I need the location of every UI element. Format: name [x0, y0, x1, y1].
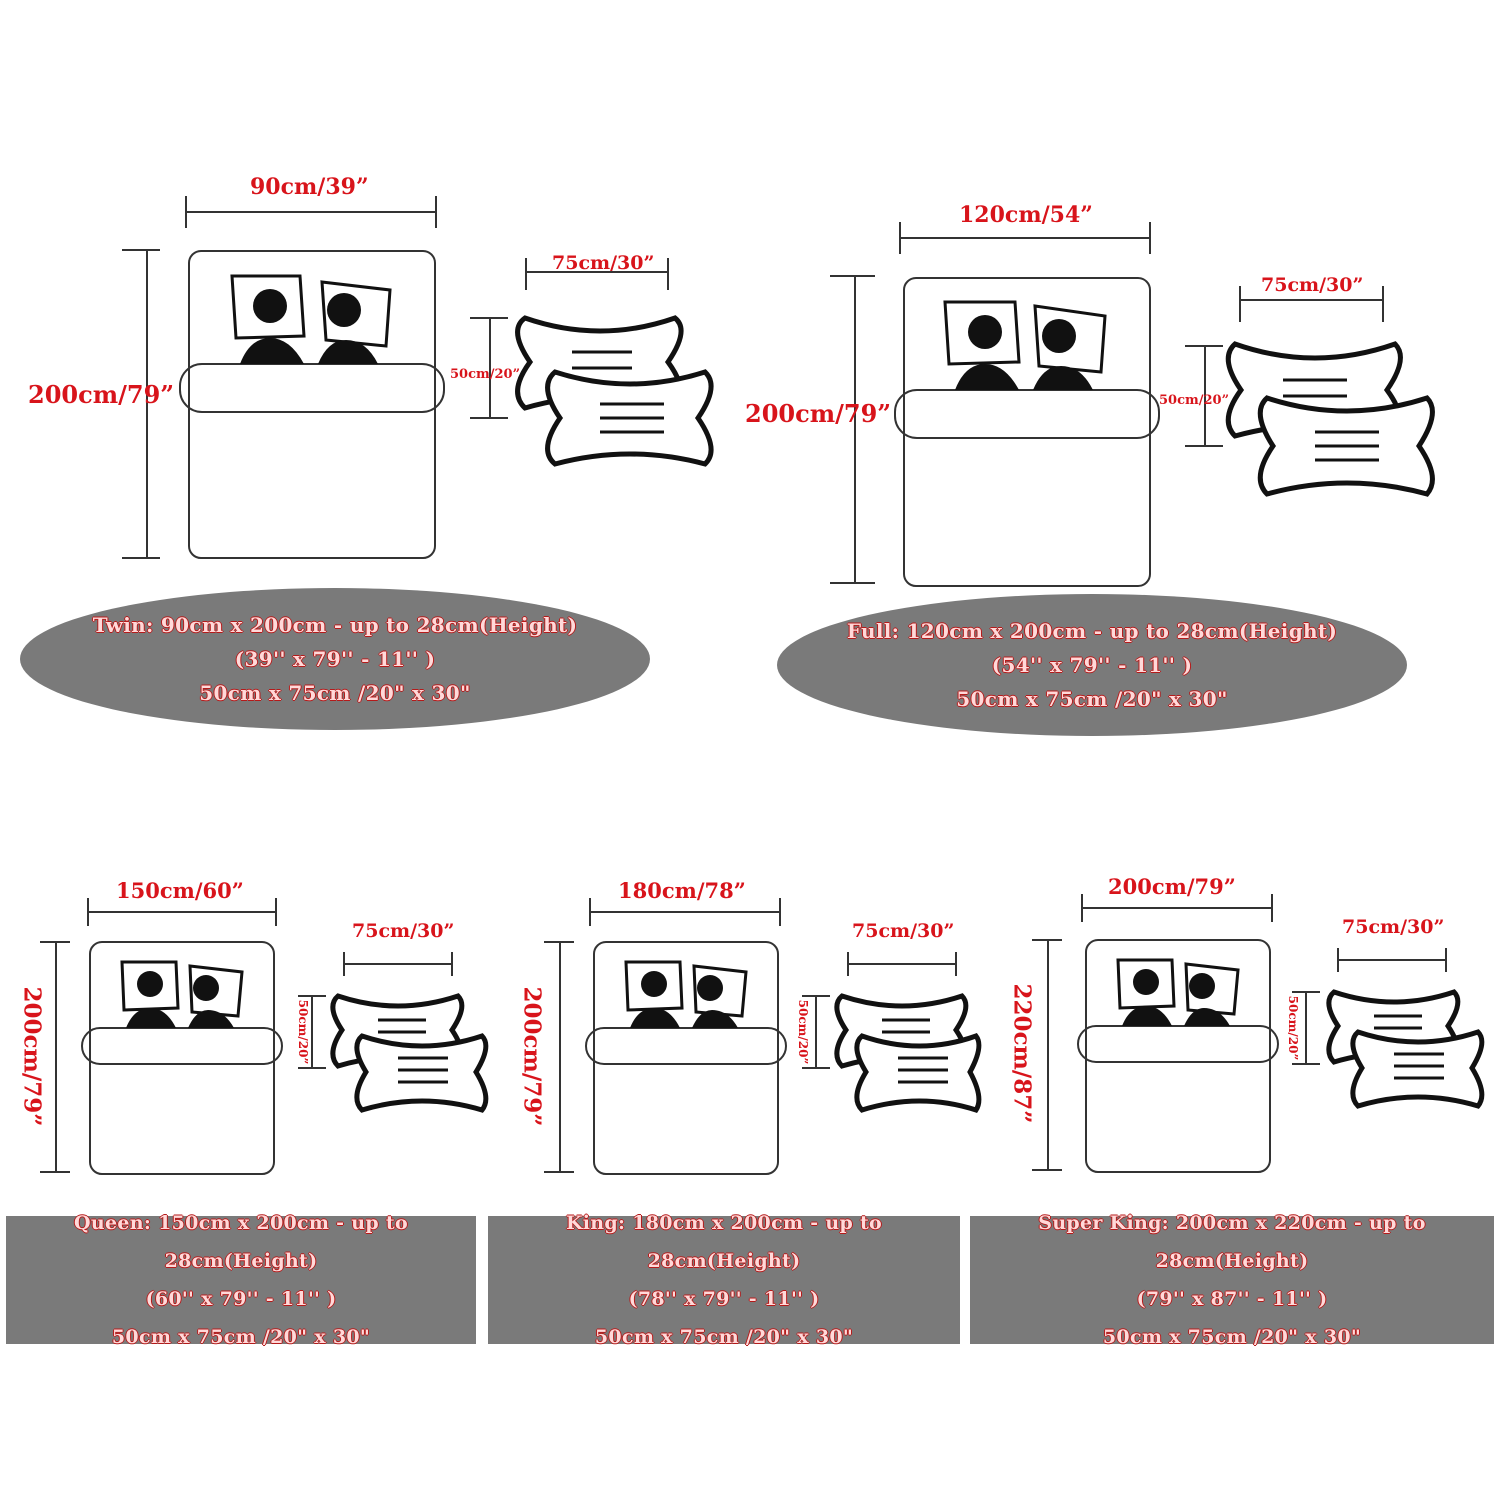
- caption-line-dimensions: King: 180cm x 200cm - up to 28cm(Height): [565, 1212, 883, 1272]
- caption-line-inches: (39'' x 79'' - 11'' ): [234, 647, 436, 671]
- bed-diagram-twin: [122, 196, 714, 559]
- bed-diagram-super-king: [1032, 894, 1485, 1173]
- bed-diagram-king: [544, 898, 982, 1175]
- sleepers-icon: [624, 960, 748, 1018]
- pillow-icon: [330, 993, 489, 1113]
- pillow-height-label: 50cm/20”: [1159, 393, 1230, 408]
- bed-diagram-queen: [40, 898, 489, 1175]
- bed-diagram-full: [830, 222, 1435, 587]
- bed-caption-twin: Twin: 90cm x 200cm - up to 28cm(Height) …: [20, 588, 650, 730]
- caption-line-dimensions: Queen: 150cm x 200cm - up to 28cm(Height…: [74, 1212, 408, 1272]
- bed-caption-super-king: Super King: 200cm x 220cm - up to 28cm(H…: [970, 1212, 1494, 1348]
- pillow-width-label: 75cm/30”: [852, 920, 955, 942]
- caption-line-inches: (79'' x 87'' - 11'' ): [1136, 1288, 1328, 1310]
- bed-caption-king: King: 180cm x 200cm - up to 28cm(Height)…: [488, 1212, 960, 1348]
- pillow-width-label: 75cm/30”: [1261, 274, 1364, 296]
- bed-length-label: 220cm/87”: [1008, 983, 1036, 1124]
- sleepers-icon: [230, 274, 392, 348]
- caption-line-inches: (60'' x 79'' - 11'' ): [145, 1288, 337, 1310]
- pillow-width-label: 75cm/30”: [552, 252, 655, 274]
- pillow-height-label: 50cm/20”: [450, 367, 521, 382]
- pillow-width-label: 75cm/30”: [352, 920, 455, 942]
- bed-panel-queen: 150cm/60” 200cm/79” 75cm/30” 50cm/20” Qu…: [0, 850, 490, 1350]
- caption-line-pillow: 50cm x 75cm /20" x 30": [1102, 1326, 1362, 1348]
- caption-line-inches: (54'' x 79'' - 11'' ): [991, 653, 1193, 677]
- bed-width-label: 120cm/54”: [959, 202, 1093, 228]
- bed-length-label: 200cm/79”: [28, 380, 175, 409]
- pillow-icon: [834, 993, 982, 1113]
- pillow-icon: [515, 315, 714, 467]
- bed-width-label: 200cm/79”: [1108, 874, 1236, 899]
- pillow-height-label: 50cm/20”: [1286, 995, 1300, 1061]
- bed-length-label: 200cm/79”: [18, 986, 46, 1127]
- bed-panel-super-king: 200cm/79” 220cm/87” 75cm/30” 50cm/20” Su…: [970, 850, 1500, 1350]
- bed-width-label: 90cm/39”: [250, 174, 369, 200]
- caption-line-pillow: 50cm x 75cm /20" x 30": [956, 687, 1228, 711]
- bed-panel-twin: 90cm/39” 200cm/79” 75cm/30” 50cm/20” Twi…: [0, 0, 750, 760]
- bed-caption-full: Full: 120cm x 200cm - up to 28cm(Height)…: [777, 594, 1407, 736]
- bed-width-label: 150cm/60”: [116, 878, 244, 903]
- bed-caption-queen: Queen: 150cm x 200cm - up to 28cm(Height…: [6, 1212, 476, 1348]
- sleepers-icon: [120, 960, 244, 1018]
- sleepers-icon: [943, 300, 1107, 374]
- bed-length-label: 200cm/79”: [745, 399, 892, 428]
- bed-length-label: 200cm/79”: [518, 986, 546, 1127]
- sleepers-icon: [1116, 958, 1240, 1016]
- caption-line-dimensions: Twin: 90cm x 200cm - up to 28cm(Height): [92, 613, 578, 637]
- caption-line-dimensions: Full: 120cm x 200cm - up to 28cm(Height): [846, 619, 1338, 643]
- bed-panel-full: 120cm/54” 200cm/79” 75cm/30” 50cm/20” Fu…: [715, 0, 1475, 760]
- pillow-icon: [1225, 341, 1435, 497]
- pillow-height-label: 50cm/20”: [296, 999, 310, 1065]
- caption-line-pillow: 50cm x 75cm /20" x 30": [111, 1326, 371, 1348]
- caption-line-pillow: 50cm x 75cm /20" x 30": [199, 681, 471, 705]
- pillow-height-label: 50cm/20”: [796, 999, 810, 1065]
- caption-line-pillow: 50cm x 75cm /20" x 30": [594, 1326, 854, 1348]
- pillow-width-label: 75cm/30”: [1342, 916, 1445, 938]
- caption-line-inches: (78'' x 79'' - 11'' ): [628, 1288, 820, 1310]
- bed-panel-king: 180cm/78” 200cm/79” 75cm/30” 50cm/20” Ki…: [488, 850, 982, 1350]
- caption-line-dimensions: Super King: 200cm x 220cm - up to 28cm(H…: [1038, 1212, 1426, 1272]
- pillow-icon: [1326, 989, 1485, 1109]
- bed-width-label: 180cm/78”: [618, 878, 746, 903]
